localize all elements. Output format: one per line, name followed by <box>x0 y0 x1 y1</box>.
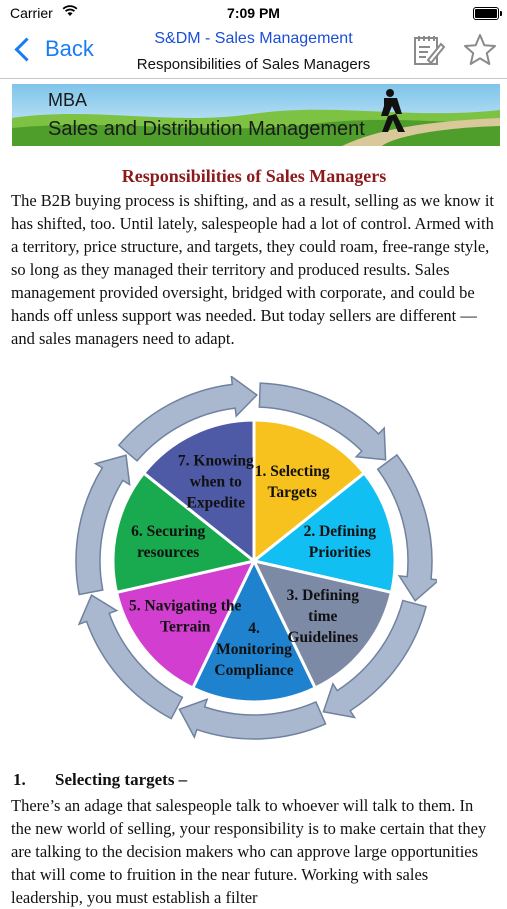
wifi-icon <box>62 5 78 16</box>
cycle-arrow-2 <box>376 453 437 602</box>
section-1-number: 1. <box>13 770 26 789</box>
cycle-arrow-7 <box>117 376 259 462</box>
status-time: 7:09 PM <box>227 5 280 21</box>
status-bar: Carrier 7:09 PM <box>0 0 507 26</box>
cycle-segment-3 <box>251 558 394 691</box>
cycle-segment-1 <box>252 418 367 565</box>
carrier-label: Carrier <box>10 5 53 21</box>
cycle-segment-5 <box>114 558 257 691</box>
section-1-paragraph: There’s an adage that salespeople talk t… <box>11 796 487 907</box>
navigation-bar: Back S&DM - Sales Management Responsibil… <box>0 26 507 79</box>
article-title: Responsibilities of Sales Managers <box>121 166 387 186</box>
cycle-segment-2 <box>250 470 397 595</box>
cycle-segment-6 <box>111 470 258 595</box>
nav-title: S&DM - Sales Management <box>154 30 353 47</box>
back-button[interactable]: Back <box>12 36 94 62</box>
edit-note-icon[interactable] <box>410 32 446 68</box>
cycle-arrow-6 <box>75 454 131 596</box>
star-icon[interactable] <box>462 32 498 68</box>
cycle-arrow-5 <box>77 594 184 720</box>
banner-landscape-image <box>12 84 500 146</box>
banner-line-1: MBA <box>48 90 88 110</box>
article-content: Responsibilities of Sales Managers The B… <box>11 160 497 350</box>
mba-banner: MBA Sales and Distribution Management <box>12 84 500 146</box>
cycle-arrow-1 <box>258 382 387 461</box>
nav-subtitle: Responsibilities of Sales Managers <box>136 56 371 73</box>
cycle-arrow-3 <box>322 599 427 719</box>
banner-line-2: Sales and Distribution Management <box>48 118 365 140</box>
cycle-segment-7 <box>141 418 256 565</box>
intro-paragraph: The B2B buying process is shifting, and … <box>11 191 495 348</box>
section-1-heading: 1. Selecting targets – <box>13 770 187 790</box>
back-label: Back <box>45 36 94 61</box>
cycle-segment-4 <box>190 557 318 704</box>
cycle-arrow-4 <box>178 698 327 740</box>
battery-icon <box>473 7 502 20</box>
section-1-title: Selecting targets – <box>55 770 188 789</box>
